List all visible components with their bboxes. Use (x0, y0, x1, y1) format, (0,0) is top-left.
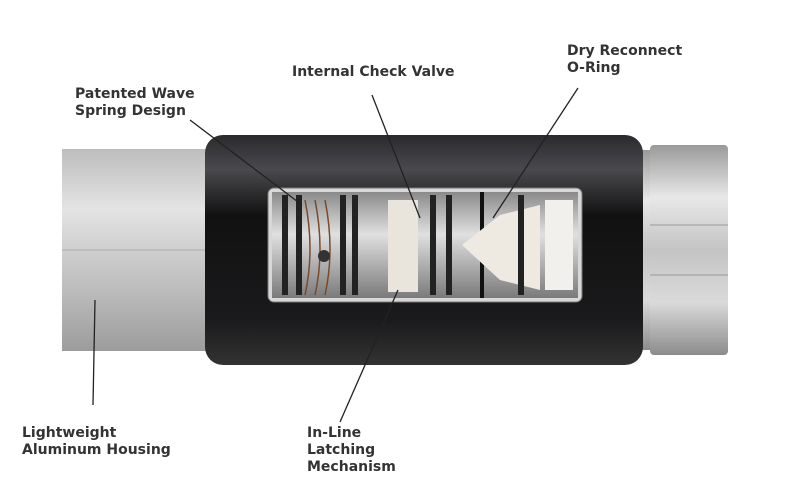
internal-parts (282, 192, 573, 298)
hex-nut (650, 145, 728, 355)
label-line: Aluminum Housing (22, 442, 171, 458)
label-line: O-Ring (567, 60, 621, 76)
label-line: Internal Check Valve (292, 64, 455, 80)
label-dry-reconnect: Dry Reconnect O-Ring (567, 43, 682, 77)
label-housing: Lightweight Aluminum Housing (22, 425, 171, 459)
label-line: In-Line (307, 425, 362, 441)
label-line: Mechanism (307, 459, 396, 475)
label-line: Spring Design (75, 103, 186, 119)
label-line: Lightweight (22, 425, 117, 441)
label-line: Patented Wave (75, 86, 195, 102)
leader-lines (92, 87, 579, 423)
label-wave-spring: Patented Wave Spring Design (75, 86, 195, 120)
label-check-valve: Internal Check Valve (292, 64, 455, 81)
label-line: Dry Reconnect (567, 43, 683, 59)
label-line: Latching (307, 442, 376, 458)
label-latching: In-Line Latching Mechanism (307, 425, 396, 476)
